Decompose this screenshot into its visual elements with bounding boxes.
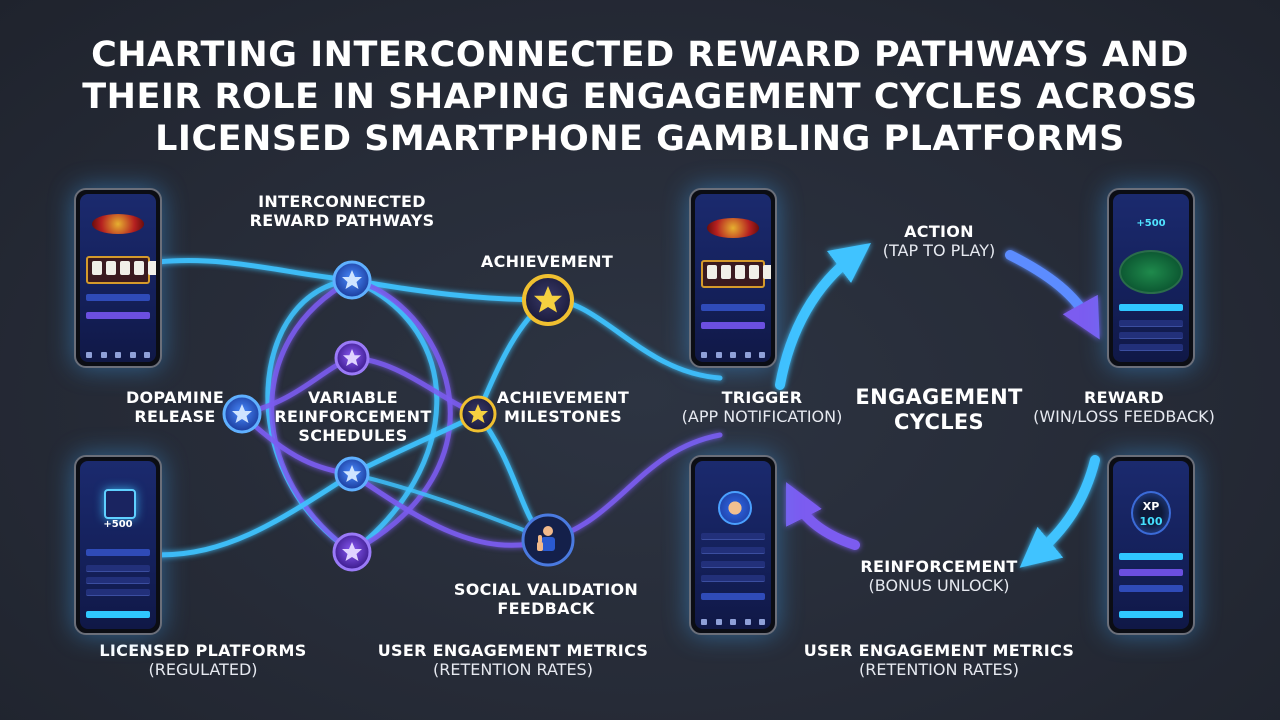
xp-value: 100 bbox=[1139, 515, 1163, 528]
node-dopamine-star bbox=[222, 394, 262, 434]
phone-screen: +500 bbox=[80, 461, 156, 629]
star-icon bbox=[342, 270, 362, 289]
label-dopamine-release: DOPAMINE RELEASE bbox=[125, 388, 225, 426]
phone-nav-bar bbox=[701, 619, 765, 625]
phone-xp-right: XP 100 bbox=[1107, 455, 1195, 635]
slot-marquee-icon bbox=[707, 218, 759, 238]
phone-poker-right: +500 bbox=[1107, 188, 1195, 368]
star-icon bbox=[342, 542, 362, 561]
xp-badge: XP 100 bbox=[1131, 491, 1171, 535]
label-variable-reinforcement: VARIABLE REINFORCEMENT SCHEDULES bbox=[274, 388, 432, 445]
phone-screen bbox=[695, 194, 771, 362]
pathway-line-cyan-top bbox=[155, 258, 723, 381]
phone-slot-machine-left bbox=[74, 188, 162, 368]
phone-screen bbox=[695, 461, 771, 629]
title-line-1: CHARTING INTERCONNECTED REWARD PATHWAYS … bbox=[91, 35, 1189, 75]
phone-slot-machine-center bbox=[689, 188, 777, 368]
pathway-line-violet-low bbox=[239, 411, 723, 548]
star-icon bbox=[232, 404, 252, 423]
node-lower-blue-star bbox=[334, 456, 370, 492]
spin-button[interactable] bbox=[701, 322, 765, 329]
phone-nav-bar bbox=[701, 352, 765, 358]
star-icon bbox=[343, 349, 361, 366]
label-reward: REWARD (WIN/LOSS FEEDBACK) bbox=[1033, 388, 1215, 426]
arrow-reinforcement-to-trigger bbox=[786, 482, 860, 550]
slot-reels-icon bbox=[701, 260, 771, 288]
phone-screen: +500 bbox=[1113, 194, 1189, 362]
list-item bbox=[1119, 344, 1183, 351]
nodes bbox=[222, 260, 575, 572]
node-achievement-star bbox=[522, 274, 574, 326]
node-bottom-purple-star bbox=[332, 532, 372, 572]
phone-screen: XP 100 bbox=[1113, 461, 1189, 629]
list-item bbox=[86, 577, 150, 584]
slot-panel bbox=[701, 304, 765, 311]
label-reward-pathways: INTERCONNECTED REWARD PATHWAYS bbox=[249, 192, 435, 230]
label-achievement: ACHIEVEMENT bbox=[480, 252, 614, 271]
node-social-validation bbox=[521, 513, 575, 567]
phone-bonus-left: +500 bbox=[74, 455, 162, 635]
slot-marquee-icon bbox=[92, 214, 144, 234]
title-line-2: THEIR ROLE IN SHAPING ENGAGEMENT CYCLES … bbox=[82, 77, 1198, 117]
thumbs-up-icon bbox=[537, 526, 555, 551]
page-title: CHARTING INTERCONNECTED REWARD PATHWAYS … bbox=[40, 34, 1240, 160]
list-item bbox=[701, 547, 765, 554]
arrow-action-to-reward bbox=[1005, 250, 1100, 340]
phone-nav-bar bbox=[86, 352, 150, 358]
list-item bbox=[1119, 332, 1183, 339]
label-trigger: TRIGGER (APP NOTIFICATION) bbox=[681, 388, 843, 426]
bonus-button[interactable] bbox=[1119, 569, 1183, 576]
claim-button[interactable] bbox=[86, 549, 150, 556]
bonus-amount: +500 bbox=[103, 519, 133, 530]
list-item bbox=[701, 561, 765, 568]
phone-screen bbox=[80, 194, 156, 362]
label-metrics-right: USER ENGAGEMENT METRICS (RETENTION RATES… bbox=[803, 641, 1075, 679]
label-metrics-left: USER ENGAGEMENT METRICS (RETENTION RATES… bbox=[377, 641, 649, 679]
engagement-cycle bbox=[775, 242, 1100, 568]
star-icon bbox=[468, 404, 488, 423]
label-engagement-cycles: ENGAGEMENT CYCLES bbox=[855, 385, 1023, 434]
title-line-3: LICENSED SMARTPHONE GAMBLING PLATFORMS bbox=[155, 119, 1125, 159]
label-achievement-milestones: ACHIEVEMENT MILESTONES bbox=[496, 388, 630, 426]
avatar bbox=[718, 491, 752, 525]
gift-icon bbox=[104, 489, 136, 519]
label-social-validation: SOCIAL VALIDATION FEEDBACK bbox=[453, 580, 639, 618]
arrow-reward-to-reinforcement bbox=[1019, 455, 1100, 568]
deal-button[interactable] bbox=[1119, 304, 1183, 311]
menu-button[interactable] bbox=[1119, 585, 1183, 592]
slot-panel bbox=[86, 294, 150, 301]
node-reward-pathways-star bbox=[332, 260, 372, 300]
continue-button[interactable] bbox=[1119, 611, 1183, 618]
star-icon bbox=[343, 465, 361, 482]
slot-button[interactable] bbox=[86, 312, 150, 319]
profile-button[interactable] bbox=[701, 593, 765, 600]
label-action: ACTION (TAP TO PLAY) bbox=[882, 222, 996, 260]
arrow-trigger-to-action bbox=[775, 242, 871, 390]
label-reinforcement: REINFORCEMENT (BONUS UNLOCK) bbox=[860, 557, 1018, 595]
node-upper-purple-star bbox=[334, 340, 370, 376]
pathway-line-cyan-bottom bbox=[155, 410, 551, 558]
play-button[interactable] bbox=[86, 611, 150, 618]
list-item bbox=[701, 575, 765, 582]
collect-button[interactable] bbox=[1119, 553, 1183, 560]
list-item bbox=[701, 533, 765, 540]
list-item bbox=[86, 565, 150, 572]
phone-profile-center bbox=[689, 455, 777, 635]
xp-label: XP bbox=[1142, 500, 1160, 513]
slot-reels-icon bbox=[86, 256, 156, 284]
list-item bbox=[86, 589, 150, 596]
label-licensed-platforms: LICENSED PLATFORMS (REGULATED) bbox=[99, 641, 307, 679]
poker-table-icon bbox=[1119, 250, 1183, 294]
node-milestone-star bbox=[459, 395, 497, 433]
poker-win-amount: +500 bbox=[1136, 218, 1166, 229]
star-icon bbox=[534, 286, 562, 313]
list-item bbox=[1119, 320, 1183, 327]
